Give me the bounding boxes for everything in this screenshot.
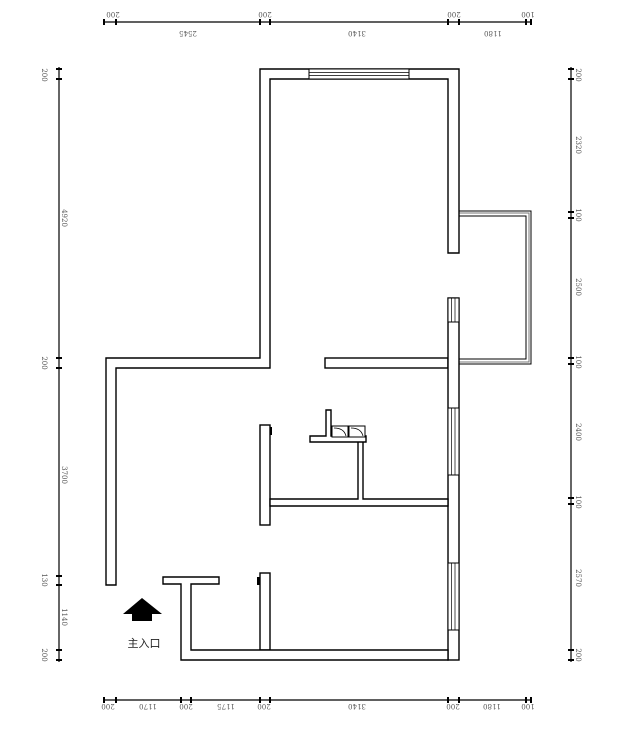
dim-label: 100 [574,355,582,368]
dim-label: 200 [40,68,48,81]
dim-label: 200 [40,648,48,661]
entrance-label: 主入口 [128,637,161,650]
entrance-marker: 主入口 [123,598,162,650]
dim-label: 3140 [348,29,366,37]
kitchen-fixture [331,425,366,438]
dim-label: 100 [574,208,582,221]
dim-label: 2320 [574,136,582,154]
dim-label: 2570 [574,569,582,587]
windows [308,68,460,631]
window-right-1 [447,407,460,476]
dim-label: 1180 [483,702,501,710]
dim-label: 4920 [60,209,68,227]
dim-label: 2500 [574,278,582,296]
dim-label: 200 [447,10,460,18]
dim-label: 200 [179,702,192,710]
dim-label: 200 [40,356,48,369]
balcony [459,210,532,365]
window-right-2 [447,562,460,631]
dim-label: 3700 [60,466,68,484]
dim-label: 200 [101,702,114,710]
dim-label: 1180 [484,29,502,37]
dim-label: 100 [521,702,534,710]
dim-label: 130 [40,573,48,586]
dim-label: 200 [106,10,119,18]
dimension-bottom: 200 1170 200 1175 200 3140 200 1180 100 [101,697,535,710]
arrow-up-icon [123,598,162,621]
walls [105,68,460,661]
dim-label: 200 [257,702,270,710]
dim-label: 3140 [348,702,366,710]
dim-label: 200 [446,702,459,710]
dimension-top: 200 2545 200 3140 200 1180 100 [103,10,535,37]
window-top [308,68,410,80]
dim-label: 200 [574,68,582,81]
dim-label: 100 [574,495,582,508]
dim-label: 1170 [139,702,157,710]
dim-label: 200 [258,10,271,18]
dim-label: 1175 [217,702,235,710]
dim-label: 2545 [179,29,197,37]
dimension-left: 200 4920 200 3700 130 1140 200 [40,67,68,662]
dimension-right: 200 2320 100 2500 100 2400 100 2570 200 [568,67,582,662]
door-jamb [447,297,460,323]
dim-label: 200 [574,648,582,661]
dim-label: 2400 [574,423,582,441]
dim-label: 1140 [60,608,68,626]
dim-label: 100 [521,10,534,18]
